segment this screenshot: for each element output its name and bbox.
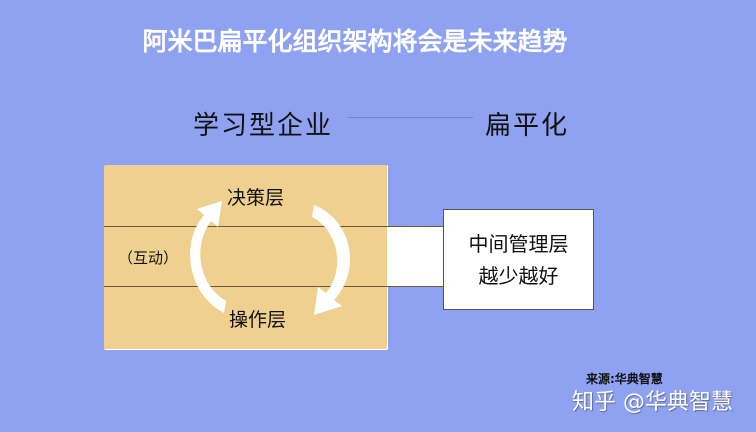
page-title: 阿米巴扁平化组织架构将会是未来趋势 [142, 27, 568, 56]
middle-management-line1: 中间管理层 [468, 231, 569, 256]
decision-layer-label: 决策层 [227, 187, 285, 209]
source-credit: 来源:华典智慧 [586, 372, 663, 386]
watermark: 知乎 @华典智慧 [572, 390, 733, 415]
interaction-label: （互动） [118, 249, 179, 267]
middle-layer-connector [388, 227, 444, 286]
middle-management-line2: 越少越好 [478, 263, 559, 288]
layer-divider-top [104, 226, 444, 227]
subtitle-flattening: 扁平化 [485, 111, 570, 141]
layer-divider-bottom [104, 286, 444, 287]
middle-management-box: 中间管理层 越少越好 [443, 209, 594, 310]
subtitle-learning-enterprise: 学习型企业 [193, 111, 334, 141]
cycle-arrows-icon [190, 201, 351, 315]
subtitle-connector-line [348, 117, 473, 118]
operation-layer-label: 操作层 [229, 309, 287, 331]
